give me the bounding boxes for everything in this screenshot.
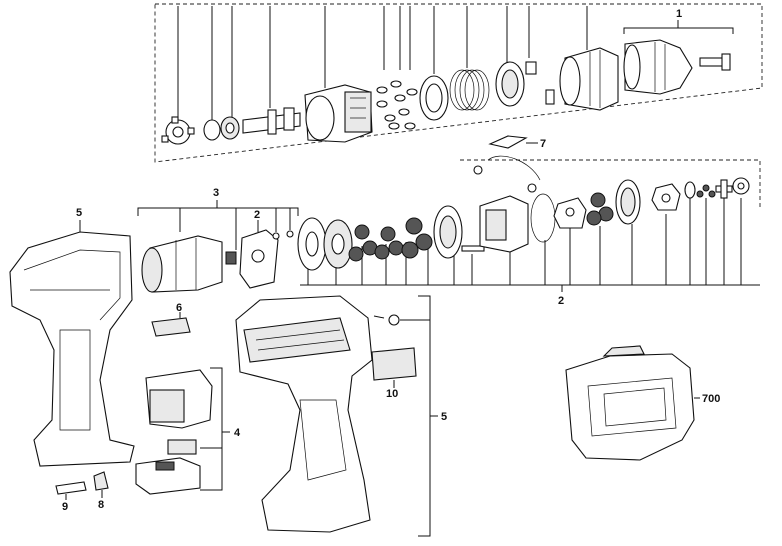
callout-8: 8 bbox=[98, 499, 104, 511]
gear-housing-part bbox=[304, 84, 373, 143]
sun-gear-carrier bbox=[553, 197, 587, 229]
callout-10: 10 bbox=[386, 388, 398, 400]
flat-washer bbox=[419, 75, 449, 121]
callout-2-bottom: 2 bbox=[558, 295, 564, 307]
trigger-switch bbox=[145, 369, 213, 429]
spindle-lock-spider bbox=[161, 116, 195, 145]
part-10-label bbox=[371, 347, 417, 388]
plate-screw-2 bbox=[286, 230, 294, 238]
small-pins bbox=[696, 184, 716, 198]
motor-pinion bbox=[225, 251, 237, 265]
switch-clip bbox=[473, 135, 541, 193]
callout-9: 9 bbox=[62, 501, 68, 513]
spindle-part bbox=[242, 107, 301, 135]
gearbox-screw bbox=[461, 245, 485, 252]
motor-plate bbox=[239, 229, 279, 289]
planet-carrier-1 bbox=[323, 219, 353, 269]
upper-leader-lines bbox=[177, 6, 588, 120]
right-housing-half bbox=[235, 295, 373, 533]
small-washer bbox=[684, 181, 696, 199]
ball-bearings bbox=[376, 80, 418, 130]
gearbox-housing bbox=[479, 195, 529, 253]
left-housing-half bbox=[9, 231, 135, 467]
chuck-screw bbox=[699, 53, 731, 71]
callout-5-right-bracket bbox=[400, 295, 438, 537]
end-gear bbox=[732, 177, 750, 195]
trigger-slider bbox=[167, 439, 197, 455]
planet-gears-2 bbox=[374, 226, 404, 260]
ring-gear-plate bbox=[297, 217, 327, 271]
planet-gears-3 bbox=[401, 217, 433, 259]
gearbox-assembly-frame bbox=[154, 3, 763, 210]
callout-6: 6 bbox=[176, 302, 182, 314]
callout-1: 1 bbox=[676, 8, 682, 20]
part-9-clip bbox=[55, 481, 87, 500]
o-ring bbox=[530, 193, 556, 243]
callout-4: 4 bbox=[234, 427, 241, 439]
clutch-spring bbox=[449, 69, 490, 111]
cross-pin bbox=[715, 179, 733, 199]
callout-3: 3 bbox=[213, 187, 219, 199]
washer-part bbox=[203, 119, 221, 141]
battery-terminal-block bbox=[135, 457, 201, 495]
clip-lower bbox=[545, 89, 555, 105]
housing-screw bbox=[373, 314, 400, 326]
planet-gears-1 bbox=[348, 224, 378, 262]
callout-5-right: 5 bbox=[441, 411, 447, 423]
ring-gear-2 bbox=[615, 179, 641, 225]
part-8-clip bbox=[93, 471, 109, 498]
callout-3-bracket bbox=[137, 200, 299, 250]
torque-collar bbox=[559, 47, 619, 111]
part-6-switch-block bbox=[151, 312, 191, 337]
gear-carrier-2 bbox=[651, 183, 681, 211]
ring-gear bbox=[433, 205, 463, 259]
callout-5-left: 5 bbox=[76, 207, 82, 219]
keyless-chuck bbox=[623, 39, 693, 95]
callout-7: 7 bbox=[540, 138, 546, 150]
callout-2-top: 2 bbox=[254, 209, 260, 221]
carry-case bbox=[565, 345, 700, 461]
clutch-ring bbox=[495, 61, 525, 107]
plate-screw-1 bbox=[272, 232, 280, 240]
callout-4-bracket bbox=[200, 367, 230, 491]
motor bbox=[141, 235, 223, 293]
planet-gears-4 bbox=[586, 192, 614, 226]
callout-700: 700 bbox=[702, 393, 720, 405]
callout-1-bracket bbox=[623, 20, 734, 34]
clip-upper bbox=[525, 61, 537, 75]
